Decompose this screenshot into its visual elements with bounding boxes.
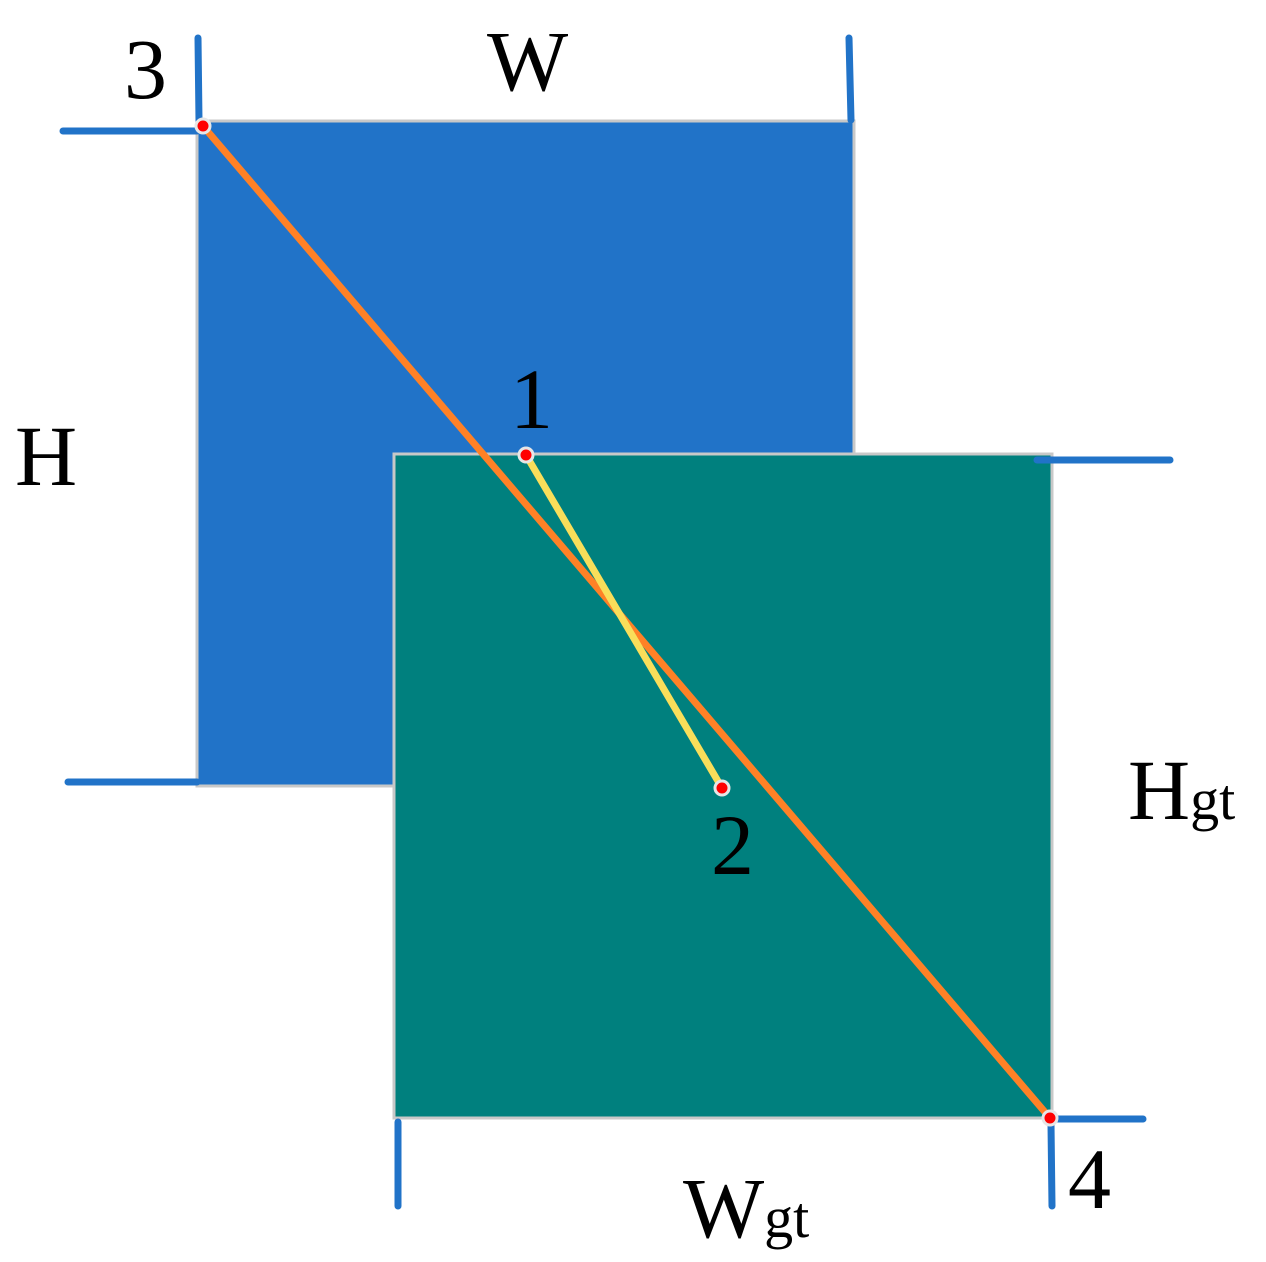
width-label: W — [487, 13, 568, 109]
gt-width-label: Wgt — [683, 1160, 809, 1256]
gt-width-main: W — [683, 1160, 764, 1256]
point-4-marker — [1041, 1109, 1059, 1127]
gt-width-tick-right — [1047, 1120, 1056, 1210]
point-1-label: 1 — [510, 351, 553, 447]
gt-height-label: Hgt — [1128, 742, 1235, 838]
width-tick-right — [845, 34, 855, 124]
points — [194, 117, 1059, 1127]
center-distance-line — [522, 451, 726, 792]
gt-height-main: H — [1128, 742, 1190, 838]
point-3-marker — [194, 117, 212, 135]
height-label: H — [15, 408, 77, 504]
width-tick-left — [194, 34, 203, 125]
point-2-marker — [713, 779, 731, 797]
gt-width-sub: gt — [764, 1185, 809, 1250]
point-2-label: 2 — [711, 797, 754, 893]
point-3-label: 3 — [124, 21, 167, 117]
point-4-label: 4 — [1068, 1131, 1111, 1227]
point-1-marker — [517, 446, 535, 464]
gt-height-sub: gt — [1190, 767, 1235, 832]
dimension-ticks — [59, 34, 1174, 1210]
